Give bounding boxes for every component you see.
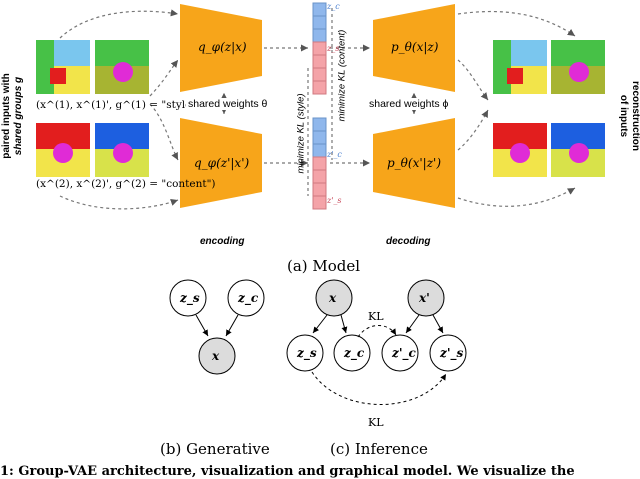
inf-node-zc-prime: z'_c (392, 346, 416, 360)
generative-graph (169, 279, 265, 375)
figure-caption: 1: Group-VAE architecture, visualization… (0, 464, 575, 479)
kl-style-label: minimize KL (style) (295, 93, 307, 174)
decoder-bottom-label: p_θ(x'|z') (387, 156, 441, 170)
decoder-top-shape (373, 4, 455, 92)
inference-graph (286, 279, 467, 405)
shared-weights-dec: shared weights ϕ (367, 98, 451, 110)
encoder-bottom-shape (180, 118, 262, 208)
input-image-2b (95, 123, 149, 177)
latent-vector-bottom (312, 117, 327, 210)
pair2-label: (x^(2), x^(2)', g^(2) = "content") (36, 178, 216, 190)
output-image-2b (551, 123, 605, 177)
arrow-input-cross (149, 59, 179, 97)
latent-label-zc-top: z_c (327, 2, 340, 11)
decoder-top-label: p_θ(x|z) (391, 40, 439, 54)
output-image-2a (493, 123, 547, 177)
inf-node-x: x (329, 291, 337, 305)
output-image-1a (493, 40, 547, 94)
inf-node-zc: z_c (344, 346, 365, 360)
inf-node-zs: z_s (297, 346, 317, 360)
encoder-top-shape (180, 4, 262, 92)
encoding-label: encoding (200, 236, 245, 247)
kl-label-top: KL (368, 310, 384, 323)
decoder-bottom-shape (373, 118, 455, 208)
gen-node-zs: z_s (180, 291, 200, 305)
latent-label-zc-bottom: z'_c (327, 150, 342, 159)
inf-node-xprime: x' (419, 291, 430, 305)
arrow-input2-to-enc (59, 195, 179, 210)
latent-vector-top (312, 2, 327, 95)
encoder-top-label: q_φ(z|x) (198, 40, 247, 54)
caption-model: (a) Model (287, 257, 361, 275)
input-image-2a (36, 123, 90, 177)
shared-weights-enc: shared weights θ (186, 98, 270, 110)
decoding-label: decoding (386, 236, 431, 247)
caption-inference: (c) Inference (330, 440, 428, 458)
latent-label-zs-top: z_s (327, 44, 340, 53)
latent-label-zs-bottom: z'_s (327, 196, 342, 205)
gen-node-x: x (212, 349, 220, 363)
inf-node-zs-prime: z'_s (440, 346, 464, 360)
side-label-right: reconstruction of inputs (618, 80, 640, 151)
output-image-1b (551, 40, 605, 94)
gen-node-zc: z_c (238, 291, 259, 305)
input-image-1b (95, 40, 149, 94)
side-label-left: paired inputs with shared groups g (1, 73, 24, 159)
encoder-bottom-label: q_φ(z'|x') (194, 156, 250, 170)
arrow-input-to-enc-bottom (149, 103, 179, 161)
input-image-1a (36, 40, 90, 94)
caption-generative: (b) Generative (160, 440, 270, 458)
pair1-label: (x^(1), x^(1)', g^(1) = "style") (36, 99, 201, 111)
kl-content-label: minimize KL (content) (336, 29, 348, 122)
arrow-input-to-enc-top (59, 9, 179, 39)
kl-label-bottom: KL (368, 416, 384, 429)
